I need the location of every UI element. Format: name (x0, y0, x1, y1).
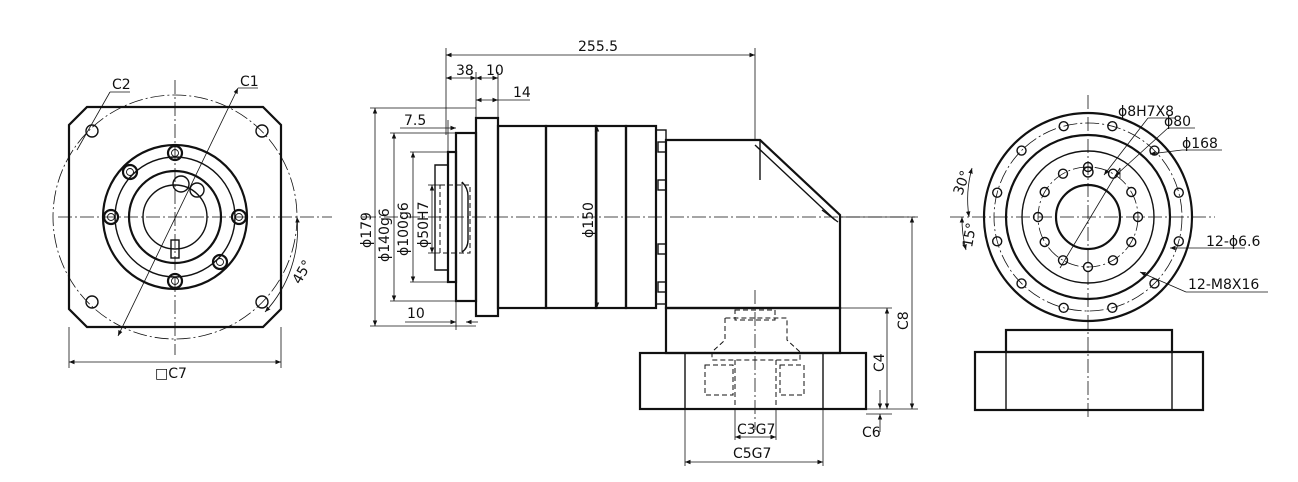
end-flange-ring (1004, 133, 1172, 301)
label-10-top: 10 (486, 63, 504, 79)
internal-hidden-1 (711, 317, 801, 361)
pilot-spigot (446, 150, 458, 284)
end-flange-ring-2 (1021, 150, 1155, 284)
label-38: 38 (456, 63, 474, 79)
outer-hole (1058, 302, 1069, 313)
shaft-cross-hatch (461, 181, 469, 253)
label-7-5: 7.5 (404, 113, 426, 129)
end-base (973, 350, 1205, 412)
c2-leader (76, 91, 111, 151)
c1-diameter-line (117, 87, 239, 337)
inner-threaded-hole (1057, 168, 1069, 179)
label-angle30: 30° (951, 169, 975, 198)
label-c6: C6 (862, 425, 881, 441)
outer-hole (992, 187, 1003, 198)
inner-threaded-hole (1107, 255, 1119, 266)
label-phi168: ϕ168 (1182, 136, 1218, 152)
label-thread12: 12-M8X16 (1188, 277, 1259, 293)
angle-15-arc (959, 216, 967, 251)
label-hole12: 12-ϕ6.6 (1206, 234, 1260, 250)
housing-bevel (754, 144, 836, 221)
tap-hole-top (172, 175, 190, 193)
internal-hidden-3 (779, 364, 805, 396)
square-flange (67, 105, 283, 329)
inner-threaded-hole (1126, 236, 1137, 248)
inner-threaded-hole (1039, 186, 1050, 198)
inner-threaded-hole (1032, 211, 1044, 223)
leader-phi8 (1059, 167, 1121, 269)
label-phi80: ϕ80 (1164, 114, 1191, 130)
outer-hole (1173, 236, 1184, 247)
label-c8: C8 (896, 311, 912, 330)
label-phi8h7x8: ϕ8H7X8 (1118, 104, 1174, 120)
label-c2: C2 (112, 77, 131, 93)
end-flange-outer (982, 111, 1194, 323)
right-angle-housing (664, 138, 842, 310)
label-c4: C4 (872, 353, 888, 372)
inner-threaded-hole (1082, 261, 1094, 273)
corner-mounting-holes (85, 124, 269, 309)
label-c5g7: C5G7 (733, 446, 771, 462)
outer-hole (1107, 302, 1118, 313)
inner-threaded-hole (1082, 161, 1094, 173)
side-view: 255.5 38 10 14 7.5 10 ϕ179 ϕ140g6 ϕ100g6… (359, 39, 918, 466)
outer-hole (1107, 121, 1118, 132)
label-phi100g6: ϕ100g6 (396, 202, 412, 256)
end-bore (1054, 183, 1122, 251)
outer-hole (1149, 278, 1160, 289)
end-pitch-outer (993, 122, 1183, 312)
end-view: ϕ8H7X8 ϕ80 ϕ168 12-ϕ6.6 12-M8X16 30° 15° (950, 95, 1268, 420)
inner-threaded-hole (1126, 186, 1137, 198)
outer-hole (1173, 187, 1184, 198)
label-angle15: 15° (960, 221, 980, 248)
angle-45-arc (264, 216, 300, 313)
label-phi150: ϕ150 (581, 202, 597, 238)
label-c1: C1 (240, 74, 259, 90)
end-inner-holes (1032, 161, 1144, 273)
shaft-hidden (439, 184, 471, 254)
inner-threaded-hole (1132, 211, 1144, 223)
label-14: 14 (513, 85, 531, 101)
gearbox-base (638, 351, 868, 411)
outer-hole (1058, 121, 1069, 132)
outer-hole (992, 236, 1003, 247)
label-phi50h7: ϕ50H7 (416, 202, 432, 248)
inner-threaded-hole (1039, 236, 1050, 248)
label-phi179: ϕ179 (359, 212, 375, 248)
label-10-bottom: 10 (407, 306, 425, 322)
label-phi140g6: ϕ140g6 (377, 208, 393, 262)
label-255-5: 255.5 (578, 39, 618, 55)
housing-bevel-2 (821, 209, 839, 223)
label-c3g7: C3G7 (737, 422, 775, 438)
outer-hole (1016, 145, 1027, 156)
end-pitch-inner (1037, 166, 1139, 268)
end-outer-holes (992, 121, 1184, 313)
internal-hidden-2 (704, 364, 734, 396)
shaft-step (434, 164, 448, 271)
front-view: C2 C1 □C7 45° (52, 74, 332, 382)
label-c7: □C7 (155, 366, 187, 382)
angle-30-arc (965, 167, 973, 218)
outer-hole (1016, 278, 1027, 289)
end-neck (1004, 328, 1174, 354)
inner-threaded-hole (1057, 255, 1069, 266)
label-angle-45: 45° (290, 257, 316, 287)
gearbox-neck (664, 306, 842, 355)
